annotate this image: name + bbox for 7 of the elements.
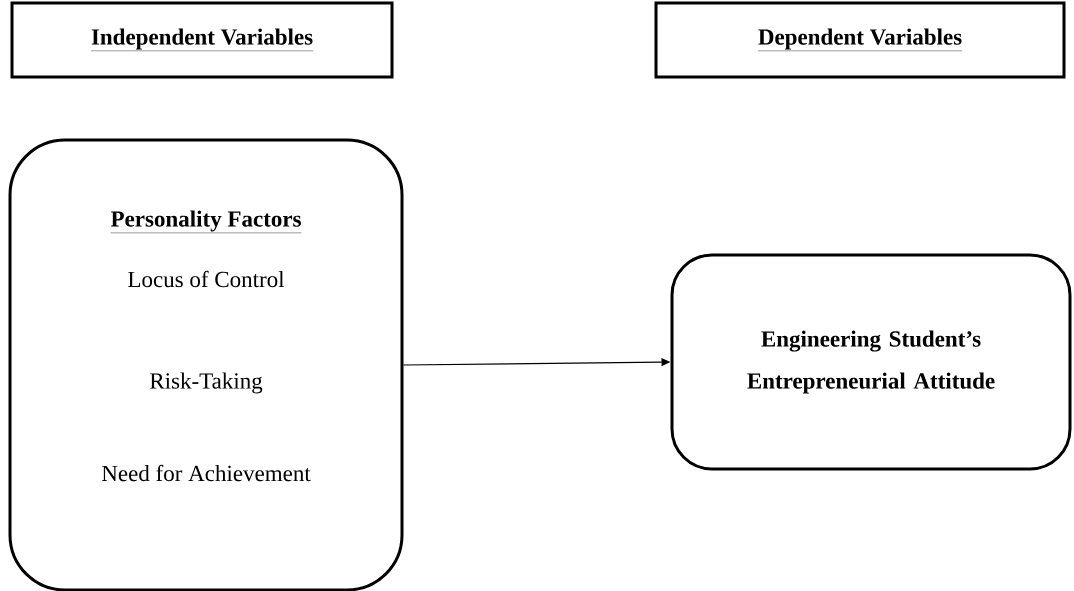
list-item: Need for Achievement: [101, 464, 311, 482]
heading-text: Personality Factors: [110, 210, 302, 234]
list-item: Risk-Taking: [150, 372, 263, 394]
heading-box: Dependent Variables: [654, 1, 1066, 79]
rounded-box: Engineering Student’s Entrepreneurial Attitude: [670, 253, 1072, 471]
heading-box: Independent Variables: [10, 1, 394, 79]
list-item: Locus of Control: [128, 270, 285, 288]
